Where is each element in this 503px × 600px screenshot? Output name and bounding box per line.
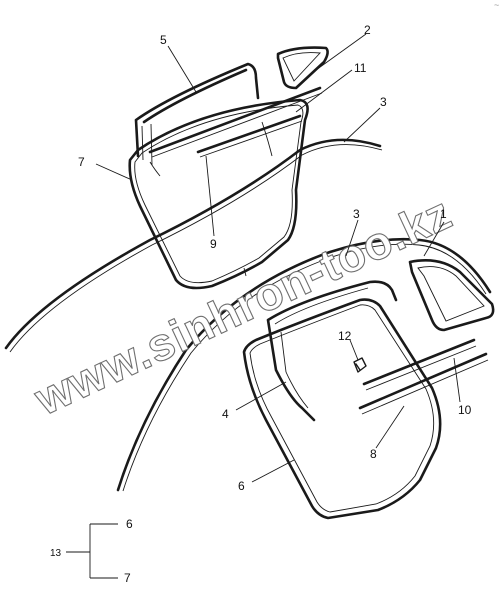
callout-3-rear: 3 (353, 207, 360, 221)
clip-part (353, 357, 367, 373)
assembly-bracket (66, 523, 118, 579)
leader-8 (375, 405, 405, 449)
assembly-legend: 13 6 7 (50, 517, 133, 585)
rear-roof-molding (116, 237, 492, 492)
leader-3b (345, 219, 359, 257)
front-quarter-window-seal (276, 46, 329, 90)
front-roof-molding-edge (9, 144, 383, 353)
front-door-weatherstrip (128, 98, 309, 290)
callouts: 1 2 3 3 4 5 6 7 8 9 10 11 12 (78, 23, 472, 493)
callout-6: 6 (238, 479, 245, 493)
rear-glass-run-channel-inner (274, 287, 369, 409)
assembly-parent-label: 13 (50, 548, 62, 559)
front-door-group (4, 46, 383, 353)
front-belt-strip-edge (151, 92, 323, 158)
rear-door-group (116, 237, 495, 520)
leader-3a (343, 107, 381, 143)
assembly-child-bottom-label: 7 (124, 571, 131, 585)
leader-5 (167, 45, 197, 93)
callout-8: 8 (370, 447, 377, 461)
callout-12: 12 (338, 329, 352, 343)
leader-7 (95, 163, 133, 181)
rear-glass-run-channel (266, 280, 398, 422)
callout-7: 7 (78, 155, 85, 169)
rear-belt-strip (362, 338, 476, 386)
callout-2: 2 (364, 23, 371, 37)
front-inner-belt-strip (196, 114, 302, 154)
rear-quarter-window-seal-inner (417, 266, 485, 322)
front-door-weatherstrip-inner (134, 104, 304, 284)
front-door-trim-detail (243, 121, 273, 277)
leader-9 (205, 155, 215, 237)
leader-11 (295, 69, 353, 113)
leader-4 (235, 381, 287, 411)
rear-door-weatherstrip-inner (249, 304, 435, 513)
callout-9: 9 (210, 237, 217, 251)
leader-1 (423, 221, 445, 257)
leader-6 (251, 459, 295, 483)
leader-lines (95, 33, 461, 483)
rear-roof-molding-edge (122, 243, 487, 492)
watermark-text: www.sinhron-too.kz (26, 186, 460, 425)
callout-11: 11 (354, 61, 367, 75)
leader-10 (453, 357, 461, 403)
callout-10: 10 (458, 403, 472, 417)
corner-mark: ~ (494, 0, 499, 10)
callout-1: 1 (440, 207, 447, 221)
front-glass-run-channel-inner (141, 123, 161, 177)
front-quarter-window-seal-inner (282, 52, 321, 82)
rear-quarter-window-seal (408, 259, 495, 332)
front-inner-belt-strip-edge (199, 120, 303, 158)
rear-door-weatherstrip (242, 298, 442, 520)
callout-5: 5 (160, 33, 167, 47)
front-glass-run-channel (134, 62, 260, 158)
leader-2 (315, 33, 367, 71)
assembly-child-top-label: 6 (126, 517, 133, 531)
rear-inner-belt-strip (358, 352, 488, 410)
callout-4: 4 (222, 407, 229, 421)
leader-12 (349, 339, 359, 361)
front-roof-molding (4, 138, 382, 350)
callout-3-front: 3 (380, 95, 387, 109)
rear-inner-belt-strip-edge (361, 359, 489, 415)
front-belt-strip (148, 86, 322, 154)
rear-belt-strip-edge (365, 345, 477, 391)
